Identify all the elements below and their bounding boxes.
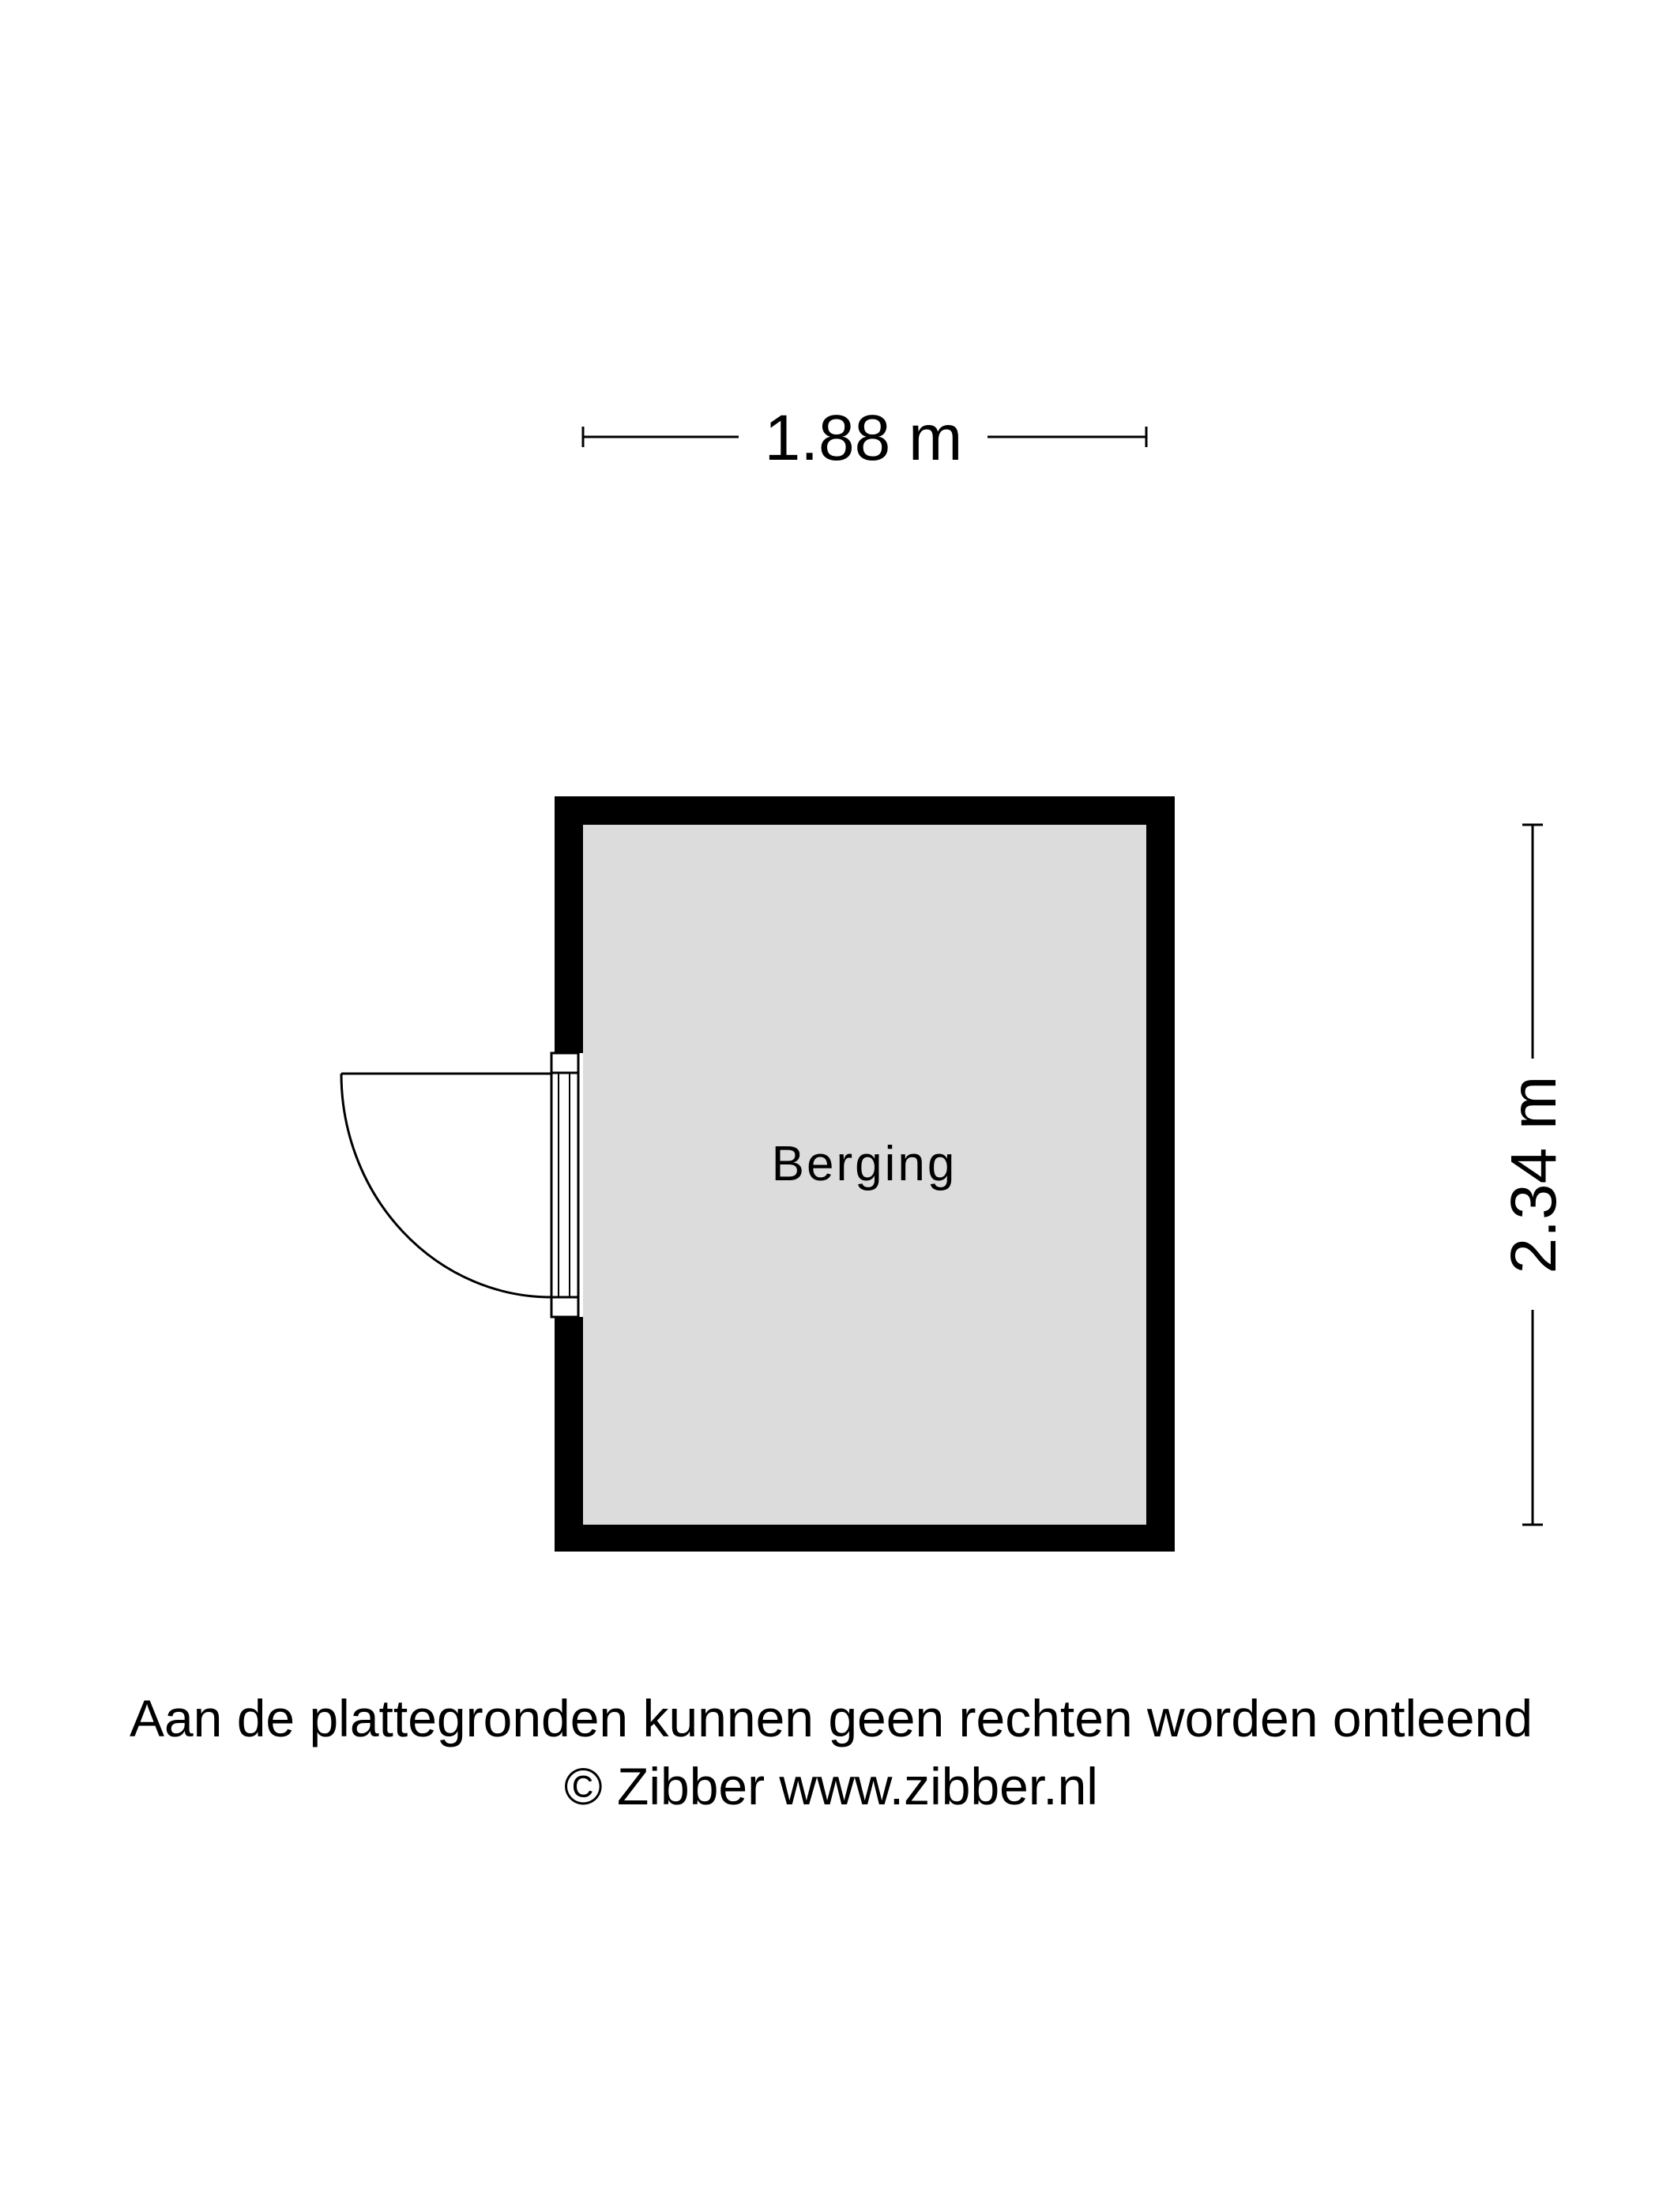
disclaimer-text: Aan de plattegronden kunnen geen rechten… xyxy=(130,1689,1533,1747)
copyright-text: © Zibber www.zibber.nl xyxy=(564,1757,1098,1815)
door-swing-arc xyxy=(340,1073,552,1299)
width-dimension: 1.88 m xyxy=(581,402,1148,474)
room-label: Berging xyxy=(772,1137,957,1191)
height-dimension-label: 2.34 m xyxy=(1498,1076,1570,1274)
floor xyxy=(583,825,1146,1525)
door xyxy=(340,1072,552,1299)
width-dimension-label: 1.88 m xyxy=(765,402,963,474)
room-berging: Berging xyxy=(550,796,1175,1552)
height-dimension: 2.34 m xyxy=(1498,823,1570,1526)
